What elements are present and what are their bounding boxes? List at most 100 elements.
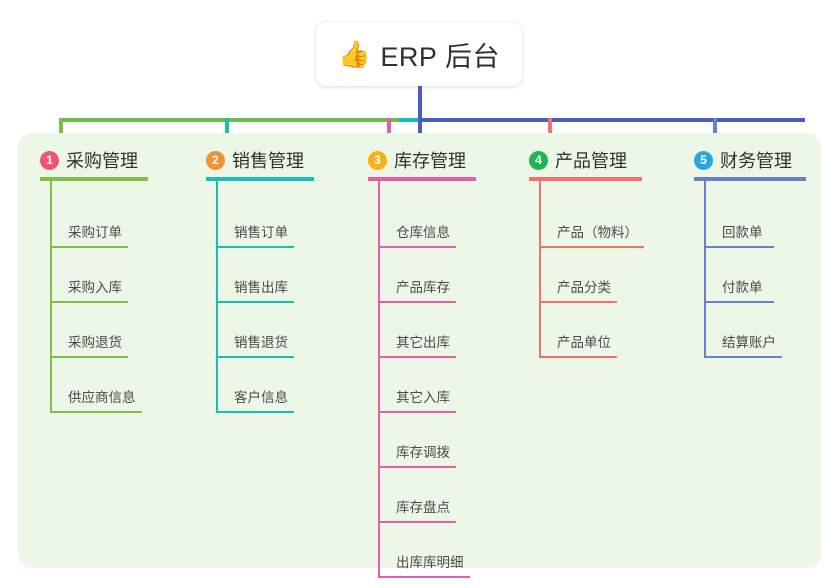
- column-badge-4: 4: [529, 150, 548, 170]
- leaf-item-rule: [704, 356, 782, 358]
- leaf-item[interactable]: 销售出库: [216, 248, 294, 303]
- leaf-item[interactable]: 销售退货: [216, 303, 294, 358]
- leaf-item-label: 库存盘点: [396, 500, 450, 515]
- column-header-rule-5: [694, 177, 806, 181]
- leaf-item-rule: [216, 301, 294, 303]
- root-title: ERP 后台: [380, 41, 500, 72]
- leaf-item-label: 产品分类: [557, 280, 611, 295]
- column-badge-5: 5: [694, 150, 713, 170]
- leaf-item[interactable]: 结算账户: [704, 303, 782, 358]
- leaf-item[interactable]: 其它出库: [378, 303, 456, 358]
- connector-segment-blue: [418, 118, 805, 122]
- diagram-panel: 1 采购管理采购订单采购入库采购退货供应商信息 2 销售管理销售订单销售出库销售退货客…: [18, 133, 821, 578]
- leaf-item-rule: [216, 356, 294, 358]
- leaf-item[interactable]: 库存调拨: [378, 413, 456, 468]
- column-spine-3: [378, 181, 380, 578]
- leaf-item[interactable]: 产品分类: [539, 248, 617, 303]
- leaf-item[interactable]: 采购订单: [50, 193, 128, 248]
- leaf-item[interactable]: 库存盘点: [378, 468, 456, 523]
- leaf-item-rule: [539, 356, 617, 358]
- column-spine-4: [539, 181, 541, 358]
- leaf-item-label: 产品（物料）: [557, 225, 638, 240]
- leaf-item[interactable]: 客户信息: [216, 358, 294, 413]
- connector-stub-3: [387, 118, 391, 140]
- connector-stub-5: [713, 118, 717, 140]
- leaf-item-label: 其它入库: [396, 390, 450, 405]
- leaf-item[interactable]: 销售订单: [216, 193, 294, 248]
- leaf-item-rule: [704, 246, 774, 248]
- leaf-item-label: 结算账户: [722, 335, 776, 350]
- column-header-3[interactable]: 3 库存管理: [368, 147, 466, 173]
- leaf-item-rule: [704, 301, 774, 303]
- leaf-item-label: 付款单: [722, 280, 763, 295]
- column-spine-5: [704, 181, 706, 358]
- leaf-item-rule: [539, 301, 617, 303]
- leaf-item-label: 销售订单: [234, 225, 288, 240]
- leaf-item[interactable]: 产品库存: [378, 248, 456, 303]
- column-title-4: 产品管理: [555, 151, 627, 171]
- root-connector-line: [418, 86, 422, 133]
- leaf-item-label: 产品单位: [557, 335, 611, 350]
- column-spine-1: [50, 181, 52, 413]
- leaf-item-label: 销售退货: [234, 335, 288, 350]
- leaf-item-label: 销售出库: [234, 280, 288, 295]
- leaf-item-label: 出库库明细: [396, 555, 464, 570]
- column-badge-1: 1: [40, 150, 59, 170]
- leaf-item[interactable]: 仓库信息: [378, 193, 456, 248]
- column-badge-2: 2: [206, 150, 225, 170]
- column-header-5[interactable]: 5 财务管理: [694, 147, 792, 173]
- column-title-3: 库存管理: [394, 151, 466, 171]
- leaf-item-label: 采购退货: [68, 335, 122, 350]
- connector-stub-2: [225, 118, 229, 140]
- leaf-item-label: 供应商信息: [68, 390, 136, 405]
- leaf-item[interactable]: 回款单: [704, 193, 774, 248]
- leaf-item-rule: [378, 301, 456, 303]
- leaf-item-rule: [378, 521, 456, 523]
- leaf-item-label: 客户信息: [234, 390, 288, 405]
- connector-stub-1: [59, 118, 63, 140]
- column-header-2[interactable]: 2 销售管理: [206, 147, 304, 173]
- leaf-item-label: 采购入库: [68, 280, 122, 295]
- leaf-item-label: 采购订单: [68, 225, 122, 240]
- leaf-item[interactable]: 供应商信息: [50, 358, 142, 413]
- leaf-item-rule: [378, 411, 456, 413]
- thumbs-up-icon: 👍: [338, 39, 371, 69]
- column-badge-3: 3: [368, 150, 387, 170]
- column-header-4[interactable]: 4 产品管理: [529, 147, 627, 173]
- column-title-1: 采购管理: [66, 151, 138, 171]
- leaf-item-rule: [539, 246, 644, 248]
- column-header-1[interactable]: 1 采购管理: [40, 147, 138, 173]
- leaf-item-rule: [50, 411, 142, 413]
- leaf-item[interactable]: 其它入库: [378, 358, 456, 413]
- leaf-item-rule: [50, 301, 128, 303]
- column-title-2: 销售管理: [232, 151, 304, 171]
- leaf-item-rule: [378, 466, 456, 468]
- connector-stub-4: [548, 118, 552, 140]
- leaf-item-rule: [50, 246, 128, 248]
- leaf-item-label: 其它出库: [396, 335, 450, 350]
- leaf-item[interactable]: 采购退货: [50, 303, 128, 358]
- column-header-rule-1: [40, 177, 148, 181]
- leaf-item-label: 回款单: [722, 225, 763, 240]
- column-header-rule-3: [368, 177, 476, 181]
- leaf-item[interactable]: 产品单位: [539, 303, 617, 358]
- column-header-rule-2: [206, 177, 314, 181]
- leaf-item-label: 库存调拨: [396, 445, 450, 460]
- leaf-item[interactable]: 付款单: [704, 248, 774, 303]
- leaf-item-label: 产品库存: [396, 280, 450, 295]
- leaf-item-rule: [378, 246, 456, 248]
- column-header-rule-4: [529, 177, 642, 181]
- root-node-card[interactable]: 👍 ERP 后台: [316, 22, 522, 86]
- leaf-item-label: 仓库信息: [396, 225, 450, 240]
- column-spine-2: [216, 181, 218, 413]
- connector-segment-green: [61, 118, 401, 122]
- leaf-item-rule: [216, 246, 294, 248]
- column-title-5: 财务管理: [720, 151, 792, 171]
- leaf-item-rule: [50, 356, 128, 358]
- leaf-item-rule: [216, 411, 294, 413]
- leaf-item-rule: [378, 576, 470, 578]
- leaf-item[interactable]: 采购入库: [50, 248, 128, 303]
- leaf-item-rule: [378, 356, 456, 358]
- leaf-item[interactable]: 出库库明细: [378, 523, 470, 578]
- leaf-item[interactable]: 产品（物料）: [539, 193, 644, 248]
